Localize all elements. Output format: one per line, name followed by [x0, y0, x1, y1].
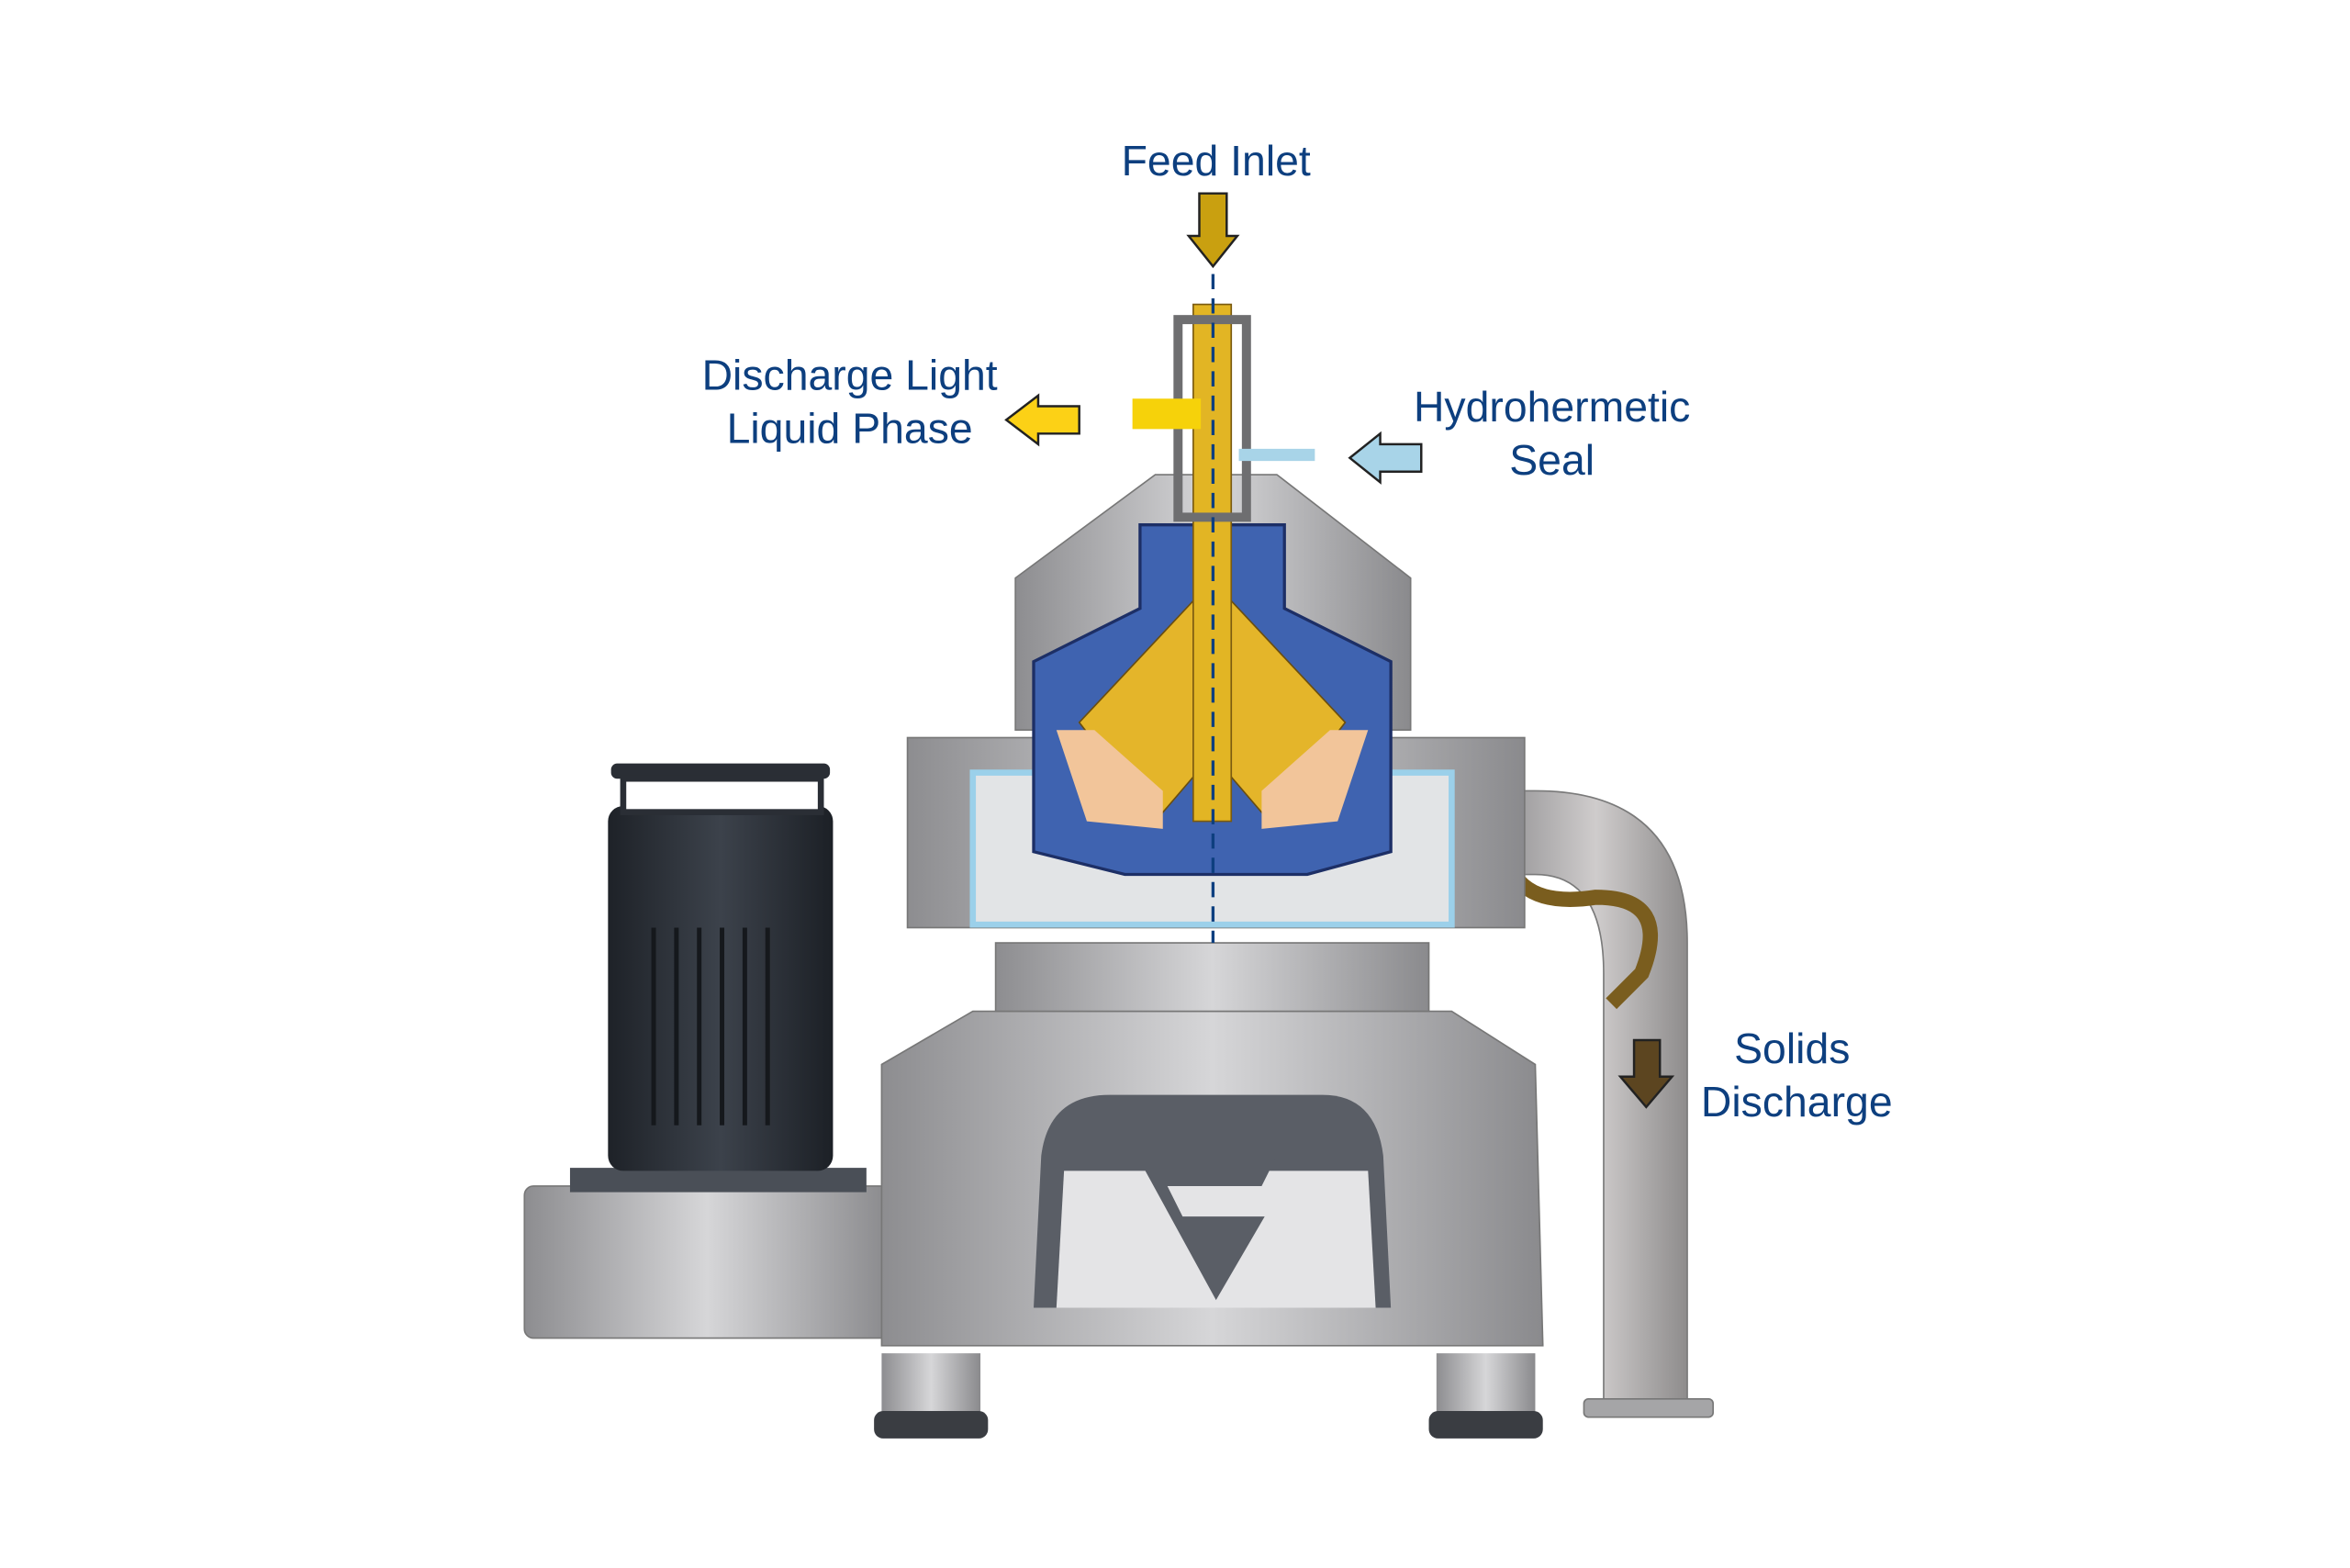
seal-arrow-icon	[1348, 431, 1423, 485]
light-phase-arrow-icon	[1004, 393, 1080, 447]
discharge-light-label-line1: Discharge Light	[702, 351, 998, 398]
hydrohermetic-seal-label-line1: Hydrohermetic	[1414, 383, 1690, 431]
solids-discharge-label-line2: Discharge	[1701, 1078, 1893, 1126]
solids-arrow-icon	[1617, 1038, 1675, 1109]
hydrohermetic-seal-label-line2: Seal	[1509, 436, 1595, 484]
motor-assembly	[523, 763, 890, 1339]
discharge-light-label-line2: Liquid Phase	[727, 404, 973, 452]
solids-discharge-label-line1: Solids	[1734, 1025, 1850, 1072]
logo-mark	[1136, 1155, 1277, 1301]
bowl-cutaway	[1032, 274, 1393, 944]
feed-inlet-label: Feed Inlet	[1122, 137, 1311, 185]
feed-inlet-arrow-icon	[1186, 192, 1240, 269]
